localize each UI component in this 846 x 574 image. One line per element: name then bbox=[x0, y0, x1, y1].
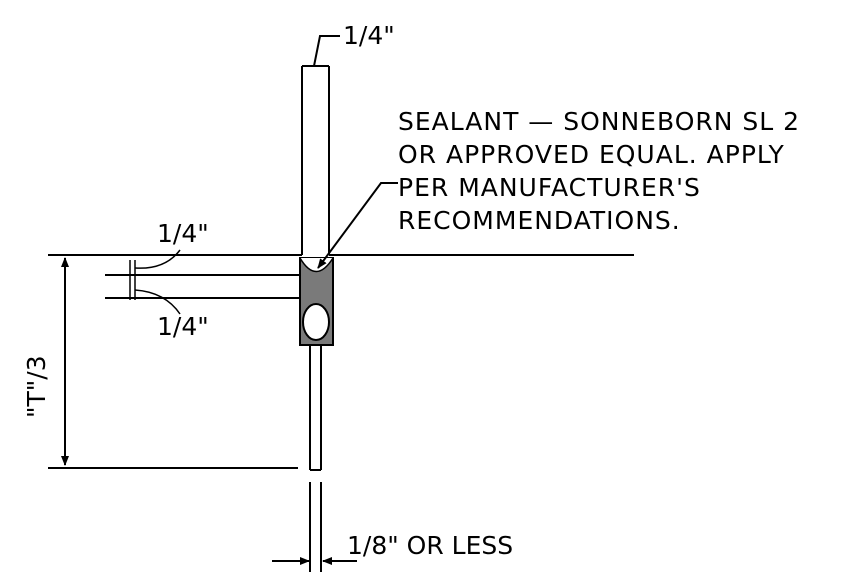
depth-dimension: "T"/3 bbox=[22, 257, 69, 466]
joint-gap-lower bbox=[309, 345, 322, 572]
top-width-dimension: 1/4" bbox=[313, 21, 395, 67]
bottom-gap-dimension: 1/8" OR LESS bbox=[272, 531, 513, 565]
note-line-1: SEALANT — SONNEBORN SL 2 bbox=[398, 107, 800, 136]
note-line-2: OR APPROVED EQUAL. APPLY bbox=[398, 140, 785, 169]
sealant-joint bbox=[299, 257, 334, 346]
depth-label: "T"/3 bbox=[22, 355, 51, 418]
note-line-4: RECOMMENDATIONS. bbox=[398, 206, 681, 235]
bottom-gap-label: 1/8" OR LESS bbox=[347, 531, 513, 560]
joint-filler-upper bbox=[301, 65, 330, 255]
sealant-note: SEALANT — SONNEBORN SL 2 OR APPROVED EQU… bbox=[398, 107, 800, 235]
lower-gap-label: 1/4" bbox=[157, 312, 209, 341]
sealant-leader bbox=[317, 182, 398, 269]
slab-surface-lines bbox=[48, 254, 634, 469]
upper-gap-label: 1/4" bbox=[157, 219, 209, 248]
backer-rod bbox=[302, 303, 330, 341]
left-gap-dimensions: 1/4" 1/4" bbox=[129, 219, 209, 341]
note-line-3: PER MANUFACTURER'S bbox=[398, 173, 701, 202]
top-width-label: 1/4" bbox=[343, 21, 395, 50]
